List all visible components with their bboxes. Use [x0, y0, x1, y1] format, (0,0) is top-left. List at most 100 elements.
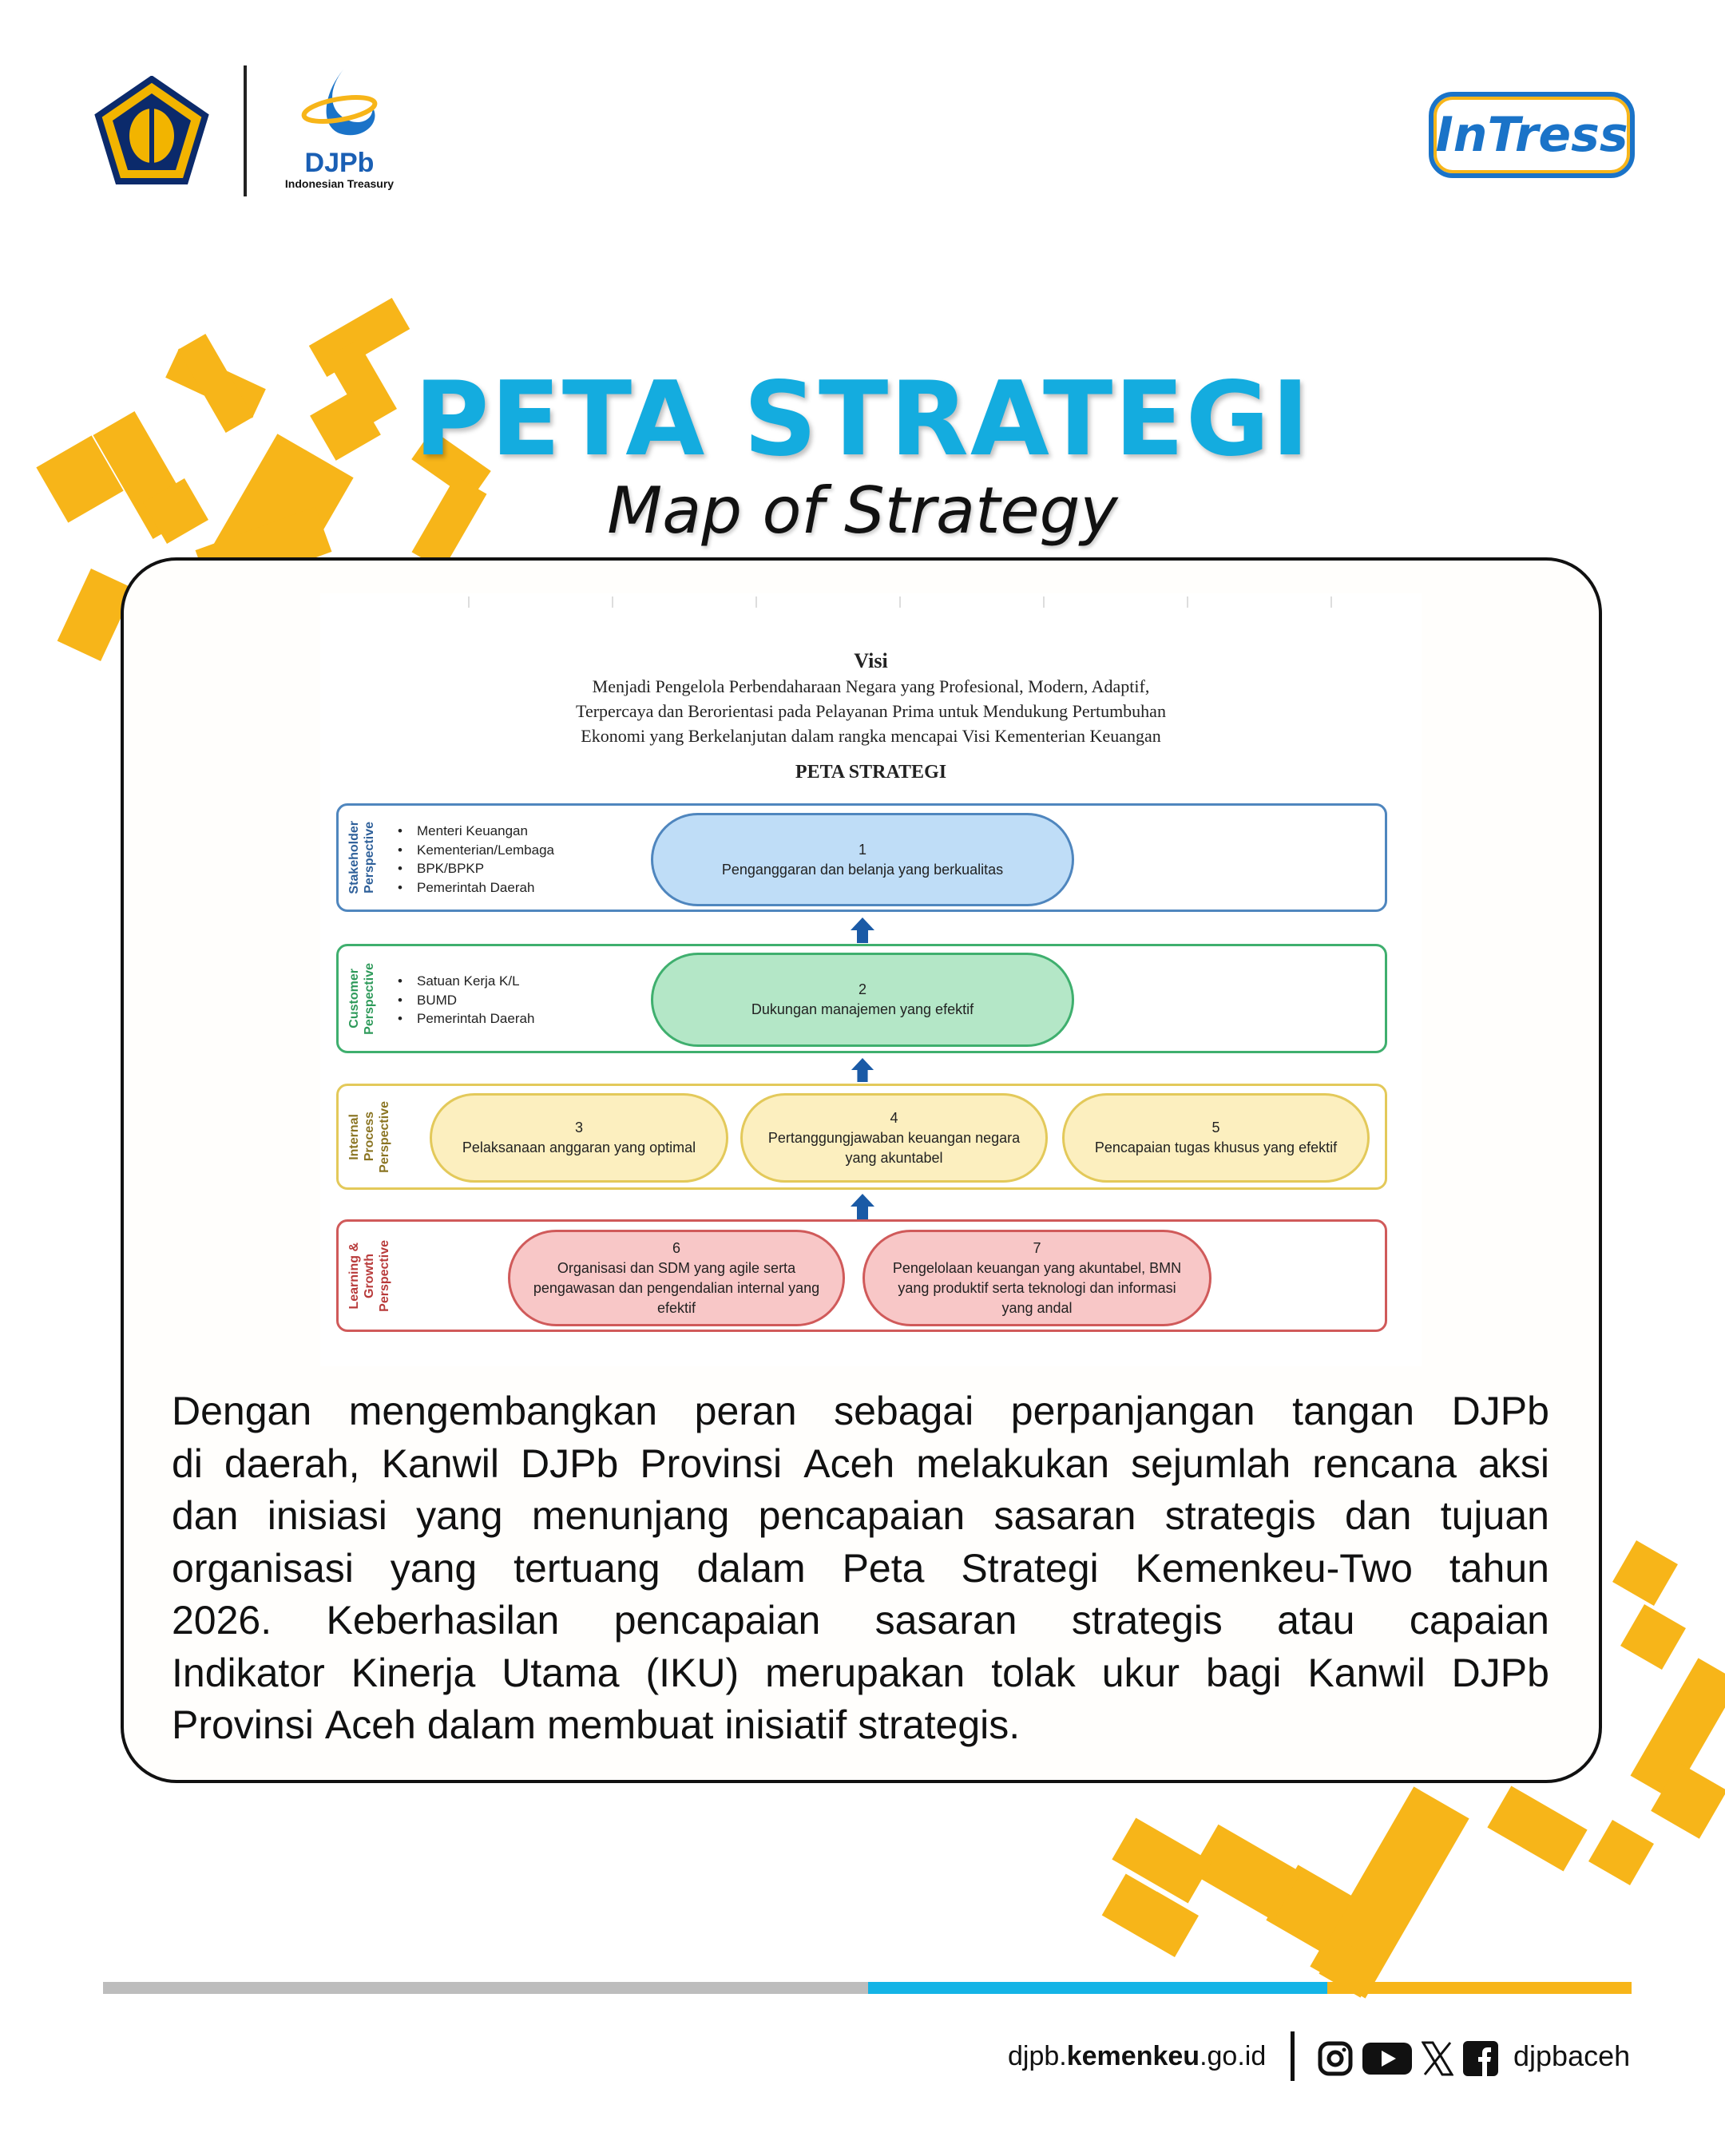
word: pencapaian — [758, 1493, 966, 1538]
word: Strategi — [961, 1545, 1099, 1591]
word: 2026. — [172, 1598, 272, 1643]
djpb-logo: DJPb Indonesian Treasury — [272, 65, 407, 196]
word: dan — [1344, 1493, 1412, 1538]
word: tujuan — [1440, 1493, 1549, 1538]
stakeholder-item: BPK/BPKP — [398, 859, 554, 878]
intress-logo-text: InTress — [1435, 107, 1628, 163]
stakeholder-item: Pemerintah Daerah — [398, 878, 554, 898]
website-link[interactable]: djpb.kemenkeu.go.id — [1008, 2041, 1267, 2071]
word: Keberhasilan — [326, 1598, 560, 1643]
word: organisasi — [172, 1545, 354, 1591]
word: tangan — [1292, 1389, 1415, 1433]
word: merupakan — [765, 1650, 966, 1695]
word: Peta — [842, 1545, 925, 1591]
word: tolak — [991, 1650, 1076, 1695]
word: Aceh — [324, 1702, 416, 1747]
vision-line: Ekonomi yang Berkelanjutan dalam rangka … — [581, 726, 1161, 746]
arrow-up-icon — [851, 1058, 874, 1082]
word: sejumlah — [1131, 1441, 1291, 1486]
word: strategis. — [858, 1702, 1021, 1747]
word: Kanwil — [1307, 1650, 1426, 1695]
word: di — [172, 1441, 203, 1486]
arrow-up-icon — [851, 1194, 874, 1219]
djpb-logo-tagline: Indonesian Treasury — [284, 177, 395, 190]
word: Provinsi — [640, 1441, 783, 1486]
youtube-icon[interactable] — [1362, 2041, 1412, 2076]
x-icon[interactable] — [1422, 2041, 1453, 2076]
word: melakukan — [916, 1441, 1110, 1486]
word: menunjang — [531, 1493, 730, 1538]
intress-logo: InTress — [1429, 92, 1635, 178]
page-subtitle: Map of Strategy — [607, 474, 1118, 548]
word: Kemenkeu-Two — [1135, 1545, 1413, 1591]
word: daerah, — [224, 1441, 360, 1486]
instagram-icon[interactable] — [1318, 2041, 1353, 2076]
diagram-heading: PETA STRATEGI — [795, 762, 947, 783]
word: inisiatif — [724, 1702, 847, 1747]
stakeholder-item: Pemerintah Daerah — [398, 1009, 534, 1028]
word: Kanwil — [381, 1441, 499, 1486]
social-icons — [1318, 2041, 1498, 2076]
word: Kinerja — [351, 1650, 476, 1695]
word: dan — [172, 1493, 239, 1538]
kemenkeu-emblem — [93, 75, 210, 185]
footer-divider — [1291, 2031, 1295, 2081]
word: Indikator — [172, 1650, 325, 1695]
facebook-icon[interactable] — [1463, 2041, 1498, 2076]
word: bagi — [1205, 1650, 1282, 1695]
word: sasaran — [874, 1598, 1017, 1643]
word: ukur — [1101, 1650, 1180, 1695]
word: DJPb — [521, 1441, 619, 1486]
word: dalam — [426, 1702, 536, 1747]
word: strategis — [1164, 1493, 1316, 1538]
djpb-logo-text: DJPb — [304, 148, 375, 178]
stakeholder-list: Satuan Kerja K/L BUMD Pemerintah Daerah — [398, 972, 534, 1028]
word: DJPb — [1451, 1389, 1549, 1433]
word: capaian — [1409, 1598, 1549, 1643]
vision-line: Menjadi Pengelola Perbendaharaan Negara … — [592, 676, 1150, 696]
vision-heading: Visi — [854, 649, 888, 672]
stakeholder-item: Kementerian/Lembaga — [398, 841, 554, 860]
social-handle[interactable]: djpbaceh — [1513, 2039, 1631, 2072]
description-line: di daerah, Kanwil DJPb Provinsi Aceh melakukan… — [172, 1438, 1549, 1491]
footer-bar-blue — [868, 1982, 1327, 1994]
word: membuat — [547, 1702, 714, 1747]
word: peran — [694, 1389, 797, 1433]
word: inisiasi — [267, 1493, 387, 1538]
word: sebagai — [834, 1389, 974, 1433]
word: perpanjangan — [1010, 1389, 1255, 1433]
word: Utama — [502, 1650, 620, 1695]
logo-divider — [244, 65, 247, 196]
word: (IKU) — [645, 1650, 740, 1695]
page-title: PETA STRATEGI — [414, 360, 1311, 479]
word: Aceh — [803, 1441, 895, 1486]
word: rencana — [1312, 1441, 1457, 1486]
vision-line: Terpercaya dan Berorientasi pada Pelayan… — [576, 701, 1166, 721]
word: strategis — [1071, 1598, 1223, 1643]
word: Provinsi — [172, 1702, 314, 1747]
word: yang — [390, 1545, 478, 1591]
stakeholder-item: Satuan Kerja K/L — [398, 972, 534, 991]
footer-bar-gray — [103, 1982, 868, 1994]
stakeholder-item: BUMD — [398, 991, 534, 1010]
word: atau — [1277, 1598, 1355, 1643]
strategy-map-image: Visi Menjadi Pengelola Perbendaharaan Ne… — [320, 593, 1422, 1366]
word: tertuang — [514, 1545, 660, 1591]
